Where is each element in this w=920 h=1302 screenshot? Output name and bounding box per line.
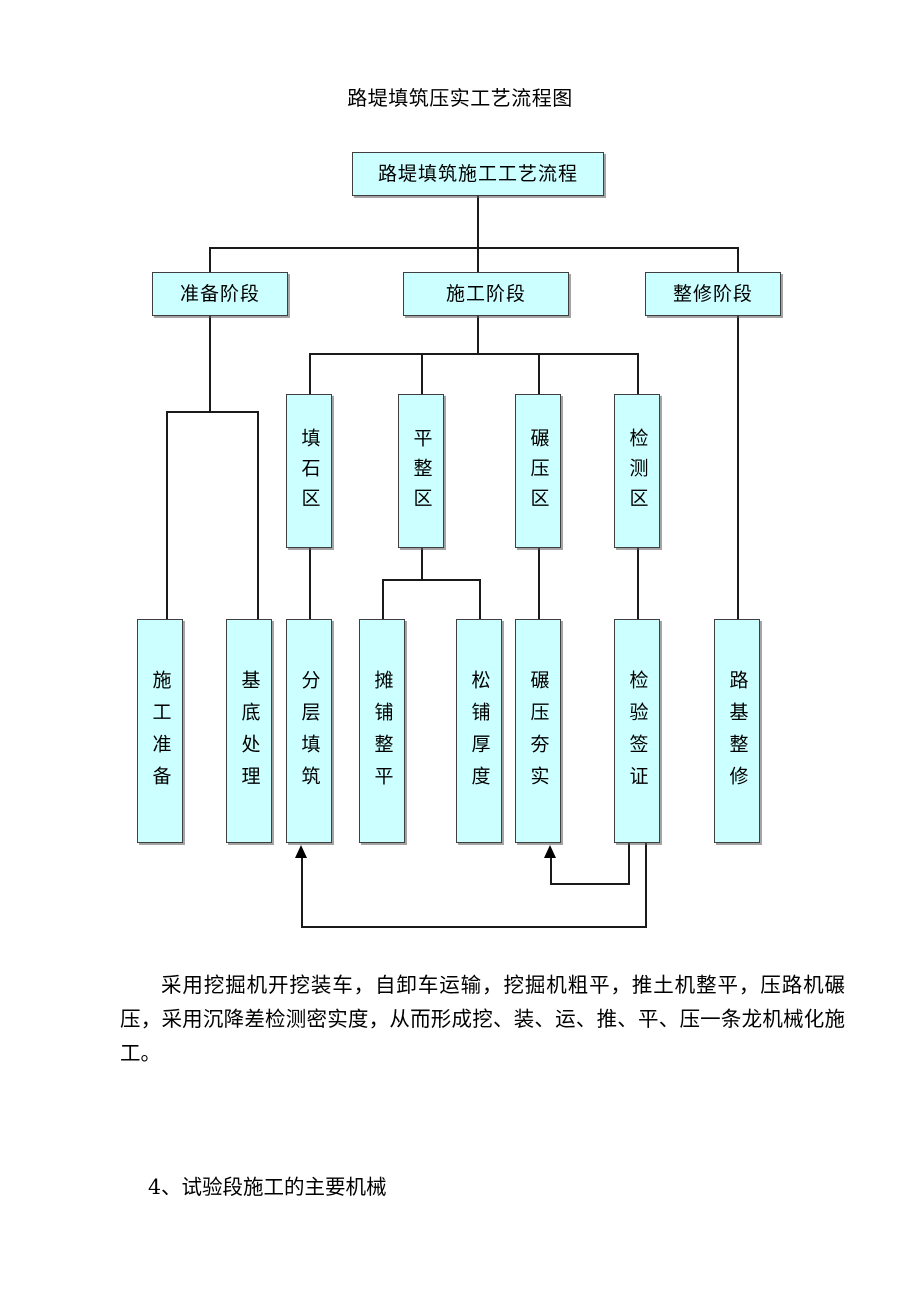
connector-to-zone-level (421, 353, 423, 394)
feedback-short-across (550, 883, 630, 885)
connector-to-construct (477, 247, 479, 272)
connector-fillstone-down (309, 548, 311, 619)
connector-construct-down (477, 316, 479, 354)
connector-to-prepare (209, 247, 211, 272)
connector-prepare-bus (166, 411, 258, 413)
feedback-short-up (550, 857, 552, 884)
connector-inspect-down (637, 548, 639, 619)
node-stage-construct[interactable]: 施工阶段 (403, 272, 569, 316)
node-stage-finish[interactable]: 整修阶段 (645, 272, 781, 316)
node-task-base-treatment[interactable]: 基底处理 (226, 619, 272, 843)
connector-to-finish (737, 247, 739, 272)
connector-prepare-down (209, 316, 211, 412)
feedback-short-arrowhead-icon (544, 845, 556, 858)
node-task-construction-prep[interactable]: 施工准备 (137, 619, 183, 843)
connector-finish-down (737, 316, 739, 619)
node-zone-inspect[interactable]: 检测区 (614, 394, 660, 548)
node-zone-level[interactable]: 平整区 (398, 394, 444, 548)
node-task-subgrade-finish[interactable]: 路基整修 (714, 619, 760, 843)
connector-to-zone-fill-stone (309, 353, 311, 394)
connector-to-construction-prep (166, 411, 168, 619)
feedback-long-down (645, 843, 647, 928)
connector-to-base-treatment (257, 411, 259, 619)
page-title: 路堤填筑压实工艺流程图 (347, 86, 573, 110)
node-zone-compact[interactable]: 碾压区 (515, 394, 561, 548)
node-task-loose-thickness[interactable]: 松铺厚度 (456, 619, 502, 843)
node-root[interactable]: 路堤填筑施工工艺流程 (352, 152, 604, 196)
node-stage-prepare[interactable]: 准备阶段 (152, 272, 288, 316)
node-task-spread-level[interactable]: 摊铺整平 (359, 619, 405, 843)
connector-stage-bus (209, 247, 738, 249)
node-task-inspection-sign[interactable]: 检验签证 (614, 619, 660, 843)
connector-level-down (421, 548, 423, 580)
section-heading: 4、试验段施工的主要机械 (148, 1175, 387, 1199)
connector-root-down (477, 196, 479, 248)
flowchart: 路堤填筑施工工艺流程 准备阶段 施工阶段 整修阶段 填石区 平整区 碾压区 检测… (137, 152, 781, 928)
connector-to-zone-compact (538, 353, 540, 394)
feedback-long-arrowhead-icon (295, 845, 307, 858)
connector-to-loose-thickness (479, 579, 481, 619)
node-task-layered-fill[interactable]: 分层填筑 (286, 619, 332, 843)
feedback-long-up (301, 857, 303, 927)
connector-to-zone-inspect (637, 353, 639, 394)
feedback-short-down (628, 843, 630, 885)
connector-level-bus (382, 579, 480, 581)
connector-compact-down (538, 548, 540, 619)
connector-zone-bus (309, 353, 638, 355)
node-zone-fill-stone[interactable]: 填石区 (286, 394, 332, 548)
node-task-compaction[interactable]: 碾压夯实 (515, 619, 561, 843)
feedback-long-across (301, 926, 647, 928)
connector-to-spread-level (382, 579, 384, 619)
body-paragraph: 采用挖掘机开挖装车，自卸车运输，挖掘机粗平，推土机整平，压路机碾压，采用沉降差检… (120, 973, 845, 1065)
